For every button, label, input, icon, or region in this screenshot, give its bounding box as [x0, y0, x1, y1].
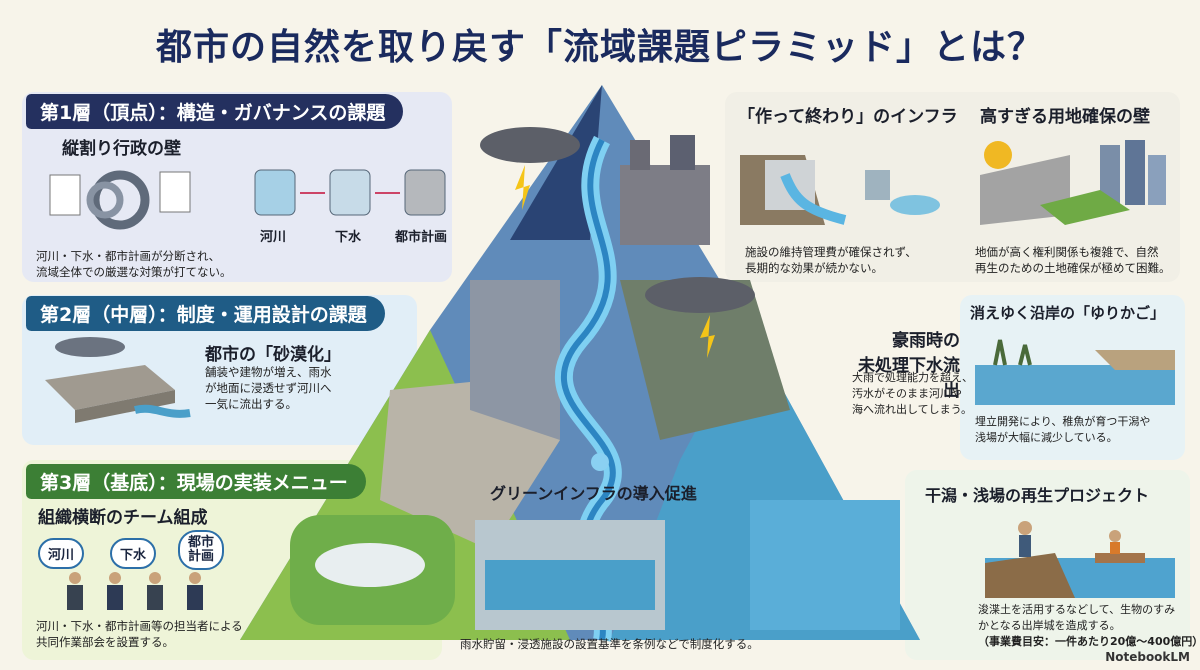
tangled-pipes-icon: [49, 170, 191, 230]
layer2-heading: 都市の「砂漠化」: [205, 345, 341, 365]
people-icon: [67, 572, 203, 610]
infra-heading: 「作って終わり」のインフラ: [738, 107, 958, 127]
layer3-body-line: 河川・下水・都市計画等の担当者による: [36, 619, 243, 633]
desert-city-icon: [45, 337, 191, 423]
tidal-cost-note: （事業費目安：一件あたり20億〜400億円）: [978, 635, 1200, 648]
layer2-body: 舗装や建物が増え、雨水 が地面に浸透せず河川へ 一気に流出する。: [205, 364, 332, 412]
layer1-body-line: 河川・下水・都市計画が分断され、: [36, 249, 221, 263]
land-heading: 高すぎる用地確保の壁: [980, 107, 1150, 127]
coast-icon: [975, 339, 1175, 405]
layer3-body-line: 共同作業部会を設置する。: [36, 635, 174, 649]
tidal-restoration-icon: [985, 521, 1175, 598]
layer2-body-line: 一気に流出する。: [205, 397, 297, 411]
coast-heading: 消えゆく沿岸の「ゆりかご」: [970, 304, 1166, 322]
item-urban-planning: 都市計画: [395, 230, 448, 245]
coast-body: 埋立開発により、稚魚が育つ干潟や 浅場が大幅に減少している。: [975, 414, 1150, 446]
dam-icon: [740, 155, 940, 225]
tidal-body: 浚渫土を活用するなどして、生物のすみ かとなる出岸城を造成する。 （事業費目安：…: [978, 602, 1200, 650]
layer1-body-line: 流域全体での厳選な対策が打てない。: [36, 265, 232, 279]
page-title: 都市の自然を取り戻す「流域課題ピラミッド」とは？: [155, 27, 1044, 68]
layer3-label: 第3層（基底）：現場の実装メニュー: [26, 464, 366, 499]
land-body-line: 地価が高く権利関係も複雑で、自然: [975, 245, 1159, 259]
infra-body: 施設の維持管理費が確保されず、 長期的な効果が続かない。: [745, 244, 917, 276]
layer1-body: 河川・下水・都市計画が分断され、 流域全体での厳選な対策が打てない。: [36, 248, 232, 280]
layer1-heading: 縦割り行政の壁: [62, 139, 181, 159]
land-body-line: 再生のための土地確保が極めて困難。: [975, 261, 1171, 275]
tidal-heading: 干潟・浅場の再生プロジェクト: [925, 486, 1150, 505]
sewage-body-line: 海へ流れ出してしまう。: [852, 403, 973, 416]
badge-urban-planning: 都市 計画: [178, 530, 225, 570]
infra-body-line: 長期的な効果が続かない。: [745, 261, 883, 275]
sewage-heading-line: 豪雨時の: [892, 331, 960, 351]
infra-body-line: 施設の維持管理費が確保されず、: [745, 245, 917, 259]
layer2-body-line: 舗装や建物が増え、雨水: [205, 365, 332, 379]
sewage-body-line: 汚水がそのまま河川や: [852, 387, 962, 400]
green-heading: グリーンインフラの導入促進: [490, 484, 697, 503]
pipe-segments-icon: [254, 169, 446, 216]
layer2-label: 第2層（中層）：制度・運用設計の課題: [26, 296, 385, 331]
land-body: 地価が高く権利関係も複雑で、自然 再生のための土地確保が極めて困難。: [975, 244, 1171, 276]
layer2-body-line: が地面に浸透せず河川へ: [205, 381, 332, 395]
tidal-body-line: かとなる出岸城を造成する。: [978, 619, 1121, 632]
badge-sewer: 下水: [110, 538, 157, 569]
green-body: 雨水貯留・浸透施設の設置基準を条例などで制度化する。: [460, 637, 759, 651]
item-river: 河川: [260, 230, 287, 245]
tidal-body-line: 浚渫土を活用するなどして、生物のすみ: [978, 603, 1176, 616]
coast-body-line: 埋立開発により、稚魚が育つ干潟や: [975, 415, 1151, 428]
layer1-label: 第1層（頂点）：構造・ガバナンスの課題: [26, 94, 404, 129]
sewage-heading: 豪雨時の 未処理下水流出: [850, 326, 960, 401]
sewage-heading-line: 未処理下水流出: [858, 356, 960, 401]
notebooklm-watermark: NotebookLM: [1105, 650, 1190, 664]
badge-river: 河川: [38, 538, 85, 569]
item-sewer: 下水: [335, 230, 362, 245]
coast-body-line: 浅場が大幅に減少している。: [975, 431, 1118, 444]
sewage-body-line: 大雨で処理能力を超え、: [852, 371, 973, 384]
layer3-heading: 組織横断のチーム組成: [38, 508, 208, 528]
layer3-body: 河川・下水・都市計画等の担当者による 共同作業部会を設置する。: [36, 618, 243, 650]
pyramid-illustration: [240, 85, 920, 642]
land-cost-icon: [980, 140, 1166, 225]
sewage-body: 大雨で処理能力を超え、 汚水がそのまま河川や 海へ流れ出してしまう。: [852, 370, 973, 418]
